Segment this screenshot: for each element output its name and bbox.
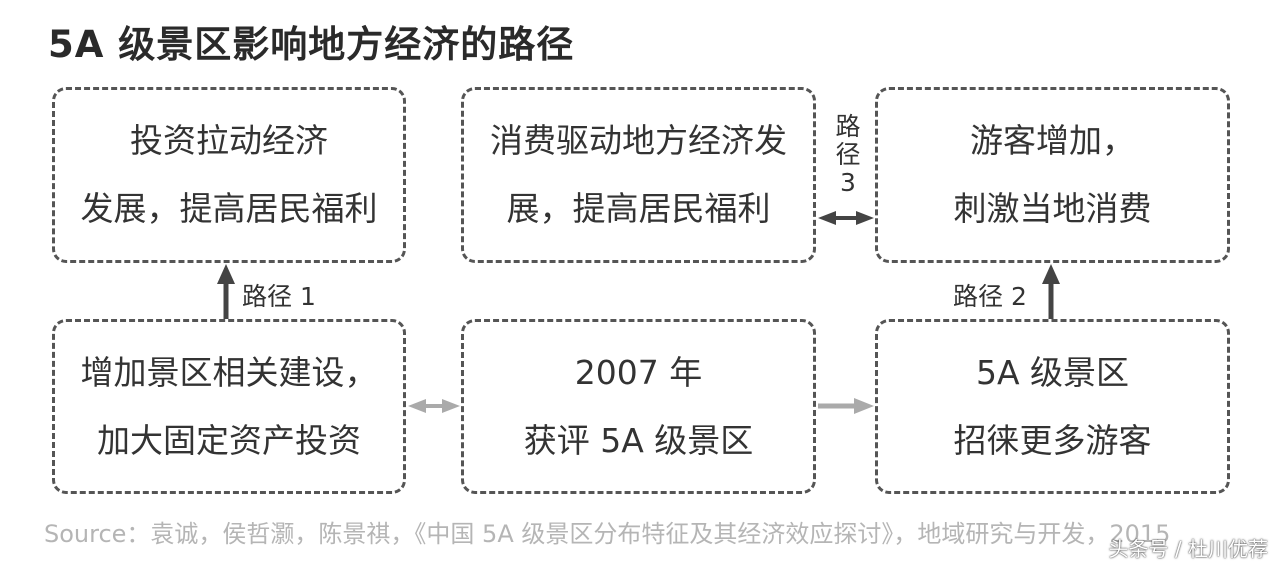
arrow-path3-bidirectional xyxy=(818,211,874,225)
path1-label: 路径 1 xyxy=(242,282,316,311)
box-text-line: 招徕更多游客 xyxy=(953,420,1152,460)
box-consumption-growth: 消费驱动地方经济发 展，提高居民福利 xyxy=(461,87,816,263)
arrow-path1 xyxy=(217,264,235,319)
box-text-line: 刺激当地消费 xyxy=(953,189,1152,228)
path3-label-char: 路 xyxy=(835,112,861,141)
watermark: 头条号 / 杜川优荐 xyxy=(1108,537,1268,561)
arrow-path2 xyxy=(1042,264,1060,319)
box-text-line: 发展，提高居民福利 xyxy=(80,189,378,228)
box-text-line: 游客增加， xyxy=(970,121,1135,160)
box-text-line: 5A 级景区 xyxy=(975,352,1130,392)
box-text-line: 获评 5A 级景区 xyxy=(523,420,754,460)
diagram-title: 5A 级景区影响地方经济的路径 xyxy=(48,23,575,66)
path3-label-char: 径 xyxy=(835,140,861,169)
box-text-line: 消费驱动地方经济发 xyxy=(490,121,787,160)
box-text-line: 加大固定资产投资 xyxy=(97,420,361,460)
box-tourist-increase: 游客增加， 刺激当地消费 xyxy=(875,87,1230,263)
arrow-bottom-right xyxy=(818,398,874,414)
box-text-line: 展，提高居民福利 xyxy=(506,189,771,228)
path3-label-char: 3 xyxy=(840,168,856,197)
path3-label: 路 径 3 xyxy=(833,113,863,197)
box-attract-tourists: 5A 级景区 招徕更多游客 xyxy=(875,319,1230,494)
box-investment-growth: 投资拉动经济 发展，提高居民福利 xyxy=(52,87,406,263)
box-text-line: 投资拉动经济 xyxy=(130,121,328,160)
box-2007-5a-rating: 2007 年 获评 5A 级景区 xyxy=(461,319,816,494)
arrow-bottom-left-bidirectional xyxy=(408,399,460,413)
source-citation: Source：袁诚，侯哲灏，陈景祺，《中国 5A 级景区分布特征及其经济效应探讨… xyxy=(44,520,1171,548)
box-text-line: 2007 年 xyxy=(574,352,703,392)
path2-label: 路径 2 xyxy=(953,282,1027,311)
box-construction-investment: 增加景区相关建设， 加大固定资产投资 xyxy=(52,319,406,494)
box-text-line: 增加景区相关建设， xyxy=(80,352,378,392)
